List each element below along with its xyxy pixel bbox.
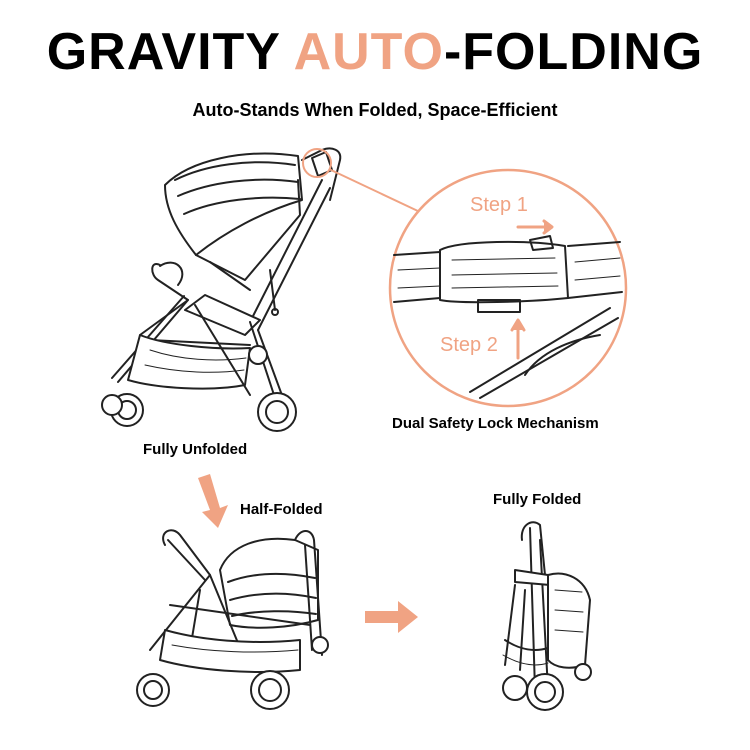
fully-folded-label: Fully Folded — [493, 491, 582, 508]
half-folded-stroller-illustration — [136, 529, 329, 710]
subtitle: Auto-Stands When Folded, Space-Efficient — [192, 100, 558, 120]
step1-arrow-icon — [516, 219, 554, 235]
title-part2: -FOLDING — [443, 23, 704, 81]
title-accent: AUTO — [293, 23, 444, 81]
step2-arrow-icon — [510, 318, 526, 360]
page-title: GRAVITY AUTO-FOLDING — [0, 22, 750, 82]
folded-stroller-illustration — [502, 521, 592, 711]
down-arrow-icon — [198, 474, 228, 528]
unfolded-stroller-illustration — [101, 147, 342, 432]
right-arrow-icon — [365, 601, 418, 633]
lock-mechanism-label: Dual Safety Lock Mechanism — [392, 415, 599, 432]
step2-label: Step 2 — [440, 334, 498, 356]
title-part1: GRAVITY — [46, 23, 294, 81]
lock-zoom-circle — [388, 168, 628, 408]
step1-label: Step 1 — [470, 194, 528, 216]
fully-unfolded-label: Fully Unfolded — [143, 441, 248, 458]
half-folded-label: Half-Folded — [240, 501, 323, 518]
